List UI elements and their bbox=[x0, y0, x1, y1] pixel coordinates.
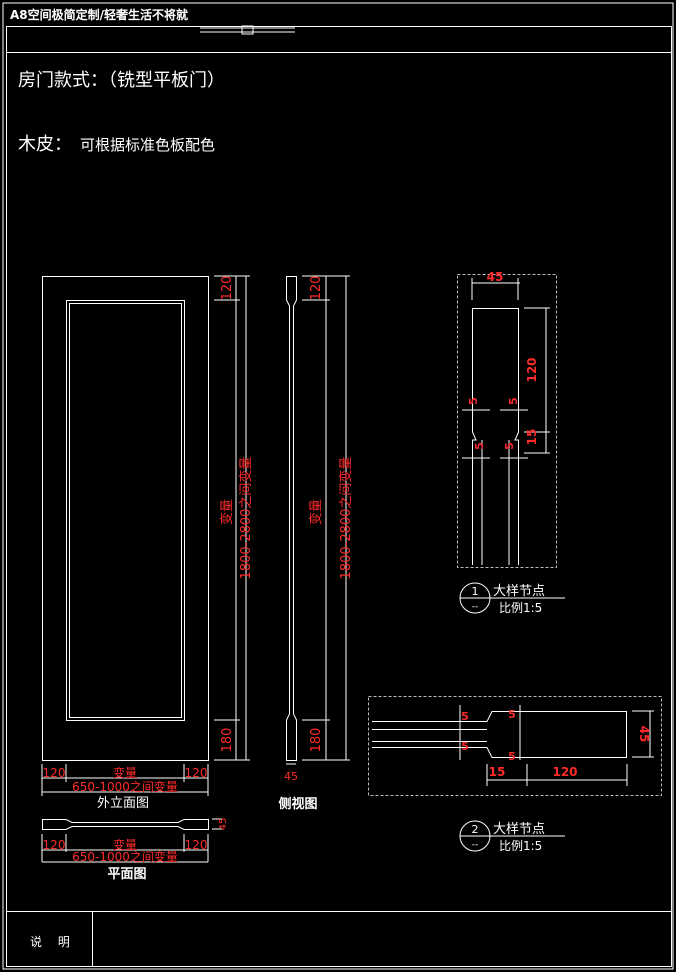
detail1-dim-width: 45 bbox=[487, 270, 504, 284]
elevation-dim-bottom: 180 bbox=[220, 728, 235, 753]
elevation-dim-var: 变量 bbox=[219, 499, 235, 525]
detail1-dim-5c: 5 bbox=[473, 442, 486, 450]
plan-dim-thickness: 45 bbox=[218, 818, 229, 831]
detail2-dim-5c: 5 bbox=[461, 740, 469, 753]
detail2-drawing bbox=[368, 696, 662, 796]
elevation-view bbox=[41, 275, 250, 796]
elevation-dim-left: 120 bbox=[43, 766, 66, 780]
detail2-scale: 比例1:5 bbox=[499, 839, 542, 853]
detail1-dim-height: 120 bbox=[525, 357, 539, 382]
veneer-value: 可根据标准色板配色 bbox=[80, 136, 216, 154]
detail1-scale: 比例1:5 bbox=[499, 601, 542, 615]
detail1-drawing bbox=[457, 274, 557, 568]
side-caption: 侧视图 bbox=[278, 796, 317, 812]
door-style-line: 房门款式：（铣型平板门） bbox=[18, 66, 225, 92]
detail2-title: 大样节点 bbox=[493, 822, 545, 837]
detail1-number: 1 bbox=[472, 585, 479, 598]
side-dim-var: 变量 bbox=[308, 499, 324, 525]
plan-dim-left: 120 bbox=[43, 838, 66, 852]
detail2-dim-5b: 5 bbox=[508, 708, 516, 721]
side-dim-top: 120 bbox=[309, 276, 324, 301]
plan-dim-right: 120 bbox=[185, 838, 208, 852]
detail1-dim-5a: 5 bbox=[467, 397, 480, 405]
side-dim-bottom: 180 bbox=[309, 728, 324, 753]
detail2-dim-length: 120 bbox=[552, 765, 577, 779]
detail1-dim-step: 15 bbox=[525, 429, 539, 446]
detail2-dim-thickness: 45 bbox=[637, 726, 651, 743]
door-style-label: 房门款式： bbox=[18, 70, 108, 91]
plan-view bbox=[41, 818, 222, 863]
elevation-caption: 外立面图 bbox=[97, 796, 149, 811]
detail1-number-dash: -- bbox=[472, 602, 479, 612]
elevation-dim-height: 1800-2800之间变量 bbox=[238, 457, 254, 580]
elevation-dim-width: 650-1000之间变量 bbox=[72, 779, 178, 794]
side-dim-height: 1800-2800之间变量 bbox=[338, 457, 354, 580]
detail2-number-dash: -- bbox=[472, 840, 479, 850]
detail1-dim-5b: 5 bbox=[507, 397, 520, 405]
plan-dim-width: 650-1000之间变量 bbox=[72, 849, 178, 864]
plan-dim-mid: 变量 bbox=[113, 837, 137, 852]
notes-label: 说 明 bbox=[30, 935, 76, 949]
veneer-label: 木皮： bbox=[18, 134, 72, 155]
detail1-dim-5d: 5 bbox=[503, 442, 516, 450]
side-dim-thickness: 45 bbox=[284, 770, 298, 783]
detail2-number: 2 bbox=[472, 823, 479, 836]
elevation-dim-right: 120 bbox=[185, 766, 208, 780]
side-view bbox=[286, 275, 350, 765]
elevation-dim-top: 120 bbox=[220, 276, 235, 301]
plan-caption: 平面图 bbox=[107, 867, 146, 882]
elevation-dim-mid: 变量 bbox=[113, 765, 137, 780]
detail1-title: 大样节点 bbox=[493, 584, 545, 599]
detail2-dim-step: 15 bbox=[489, 765, 506, 779]
detail2-label bbox=[459, 820, 565, 852]
detail2-dim-5d: 5 bbox=[508, 750, 516, 763]
detail1-label bbox=[459, 582, 565, 614]
door-style-value: （铣型平板门） bbox=[108, 70, 225, 91]
detail2-dim-5a: 5 bbox=[461, 710, 469, 723]
header-title: A8空间极简定制/轻奢生活不将就 bbox=[10, 8, 189, 22]
